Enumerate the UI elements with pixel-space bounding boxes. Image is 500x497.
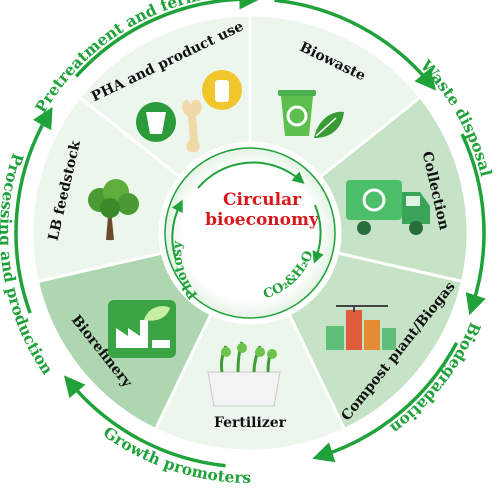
outer-arrow-1 — [274, 0, 437, 91]
outer-arrow-4 — [63, 375, 226, 468]
factory-leaf-icon — [108, 300, 176, 358]
center-circle — [164, 147, 336, 319]
tree-icon — [88, 179, 139, 241]
inner-arrow-left — [171, 199, 183, 261]
outer-arrow-6 — [74, 0, 261, 78]
outer-arrow-2 — [460, 133, 486, 316]
recycling-truck-icon — [346, 180, 430, 235]
outer-arrow-ring — [14, 0, 486, 468]
segment-pha-product — [77, 13, 252, 179]
segment-icons — [88, 70, 430, 407]
outer-arrow-5 — [14, 106, 53, 314]
outer-arrow-3 — [312, 342, 459, 463]
cup-bone-bottle-icon — [136, 70, 242, 153]
segment-biowaste — [248, 13, 423, 179]
inner-arrow-top — [197, 161, 305, 189]
compost-plant-icon — [326, 305, 396, 350]
center-title-line2: bioeconomy — [205, 210, 320, 230]
inner-arrow-right — [312, 204, 324, 264]
center-title-line1: Circular — [223, 190, 302, 210]
segment-label-fertilizer: Fertilizer — [214, 415, 287, 431]
seedling-tray-icon — [207, 341, 281, 407]
recycle-bin-leaf-icon — [278, 90, 344, 138]
